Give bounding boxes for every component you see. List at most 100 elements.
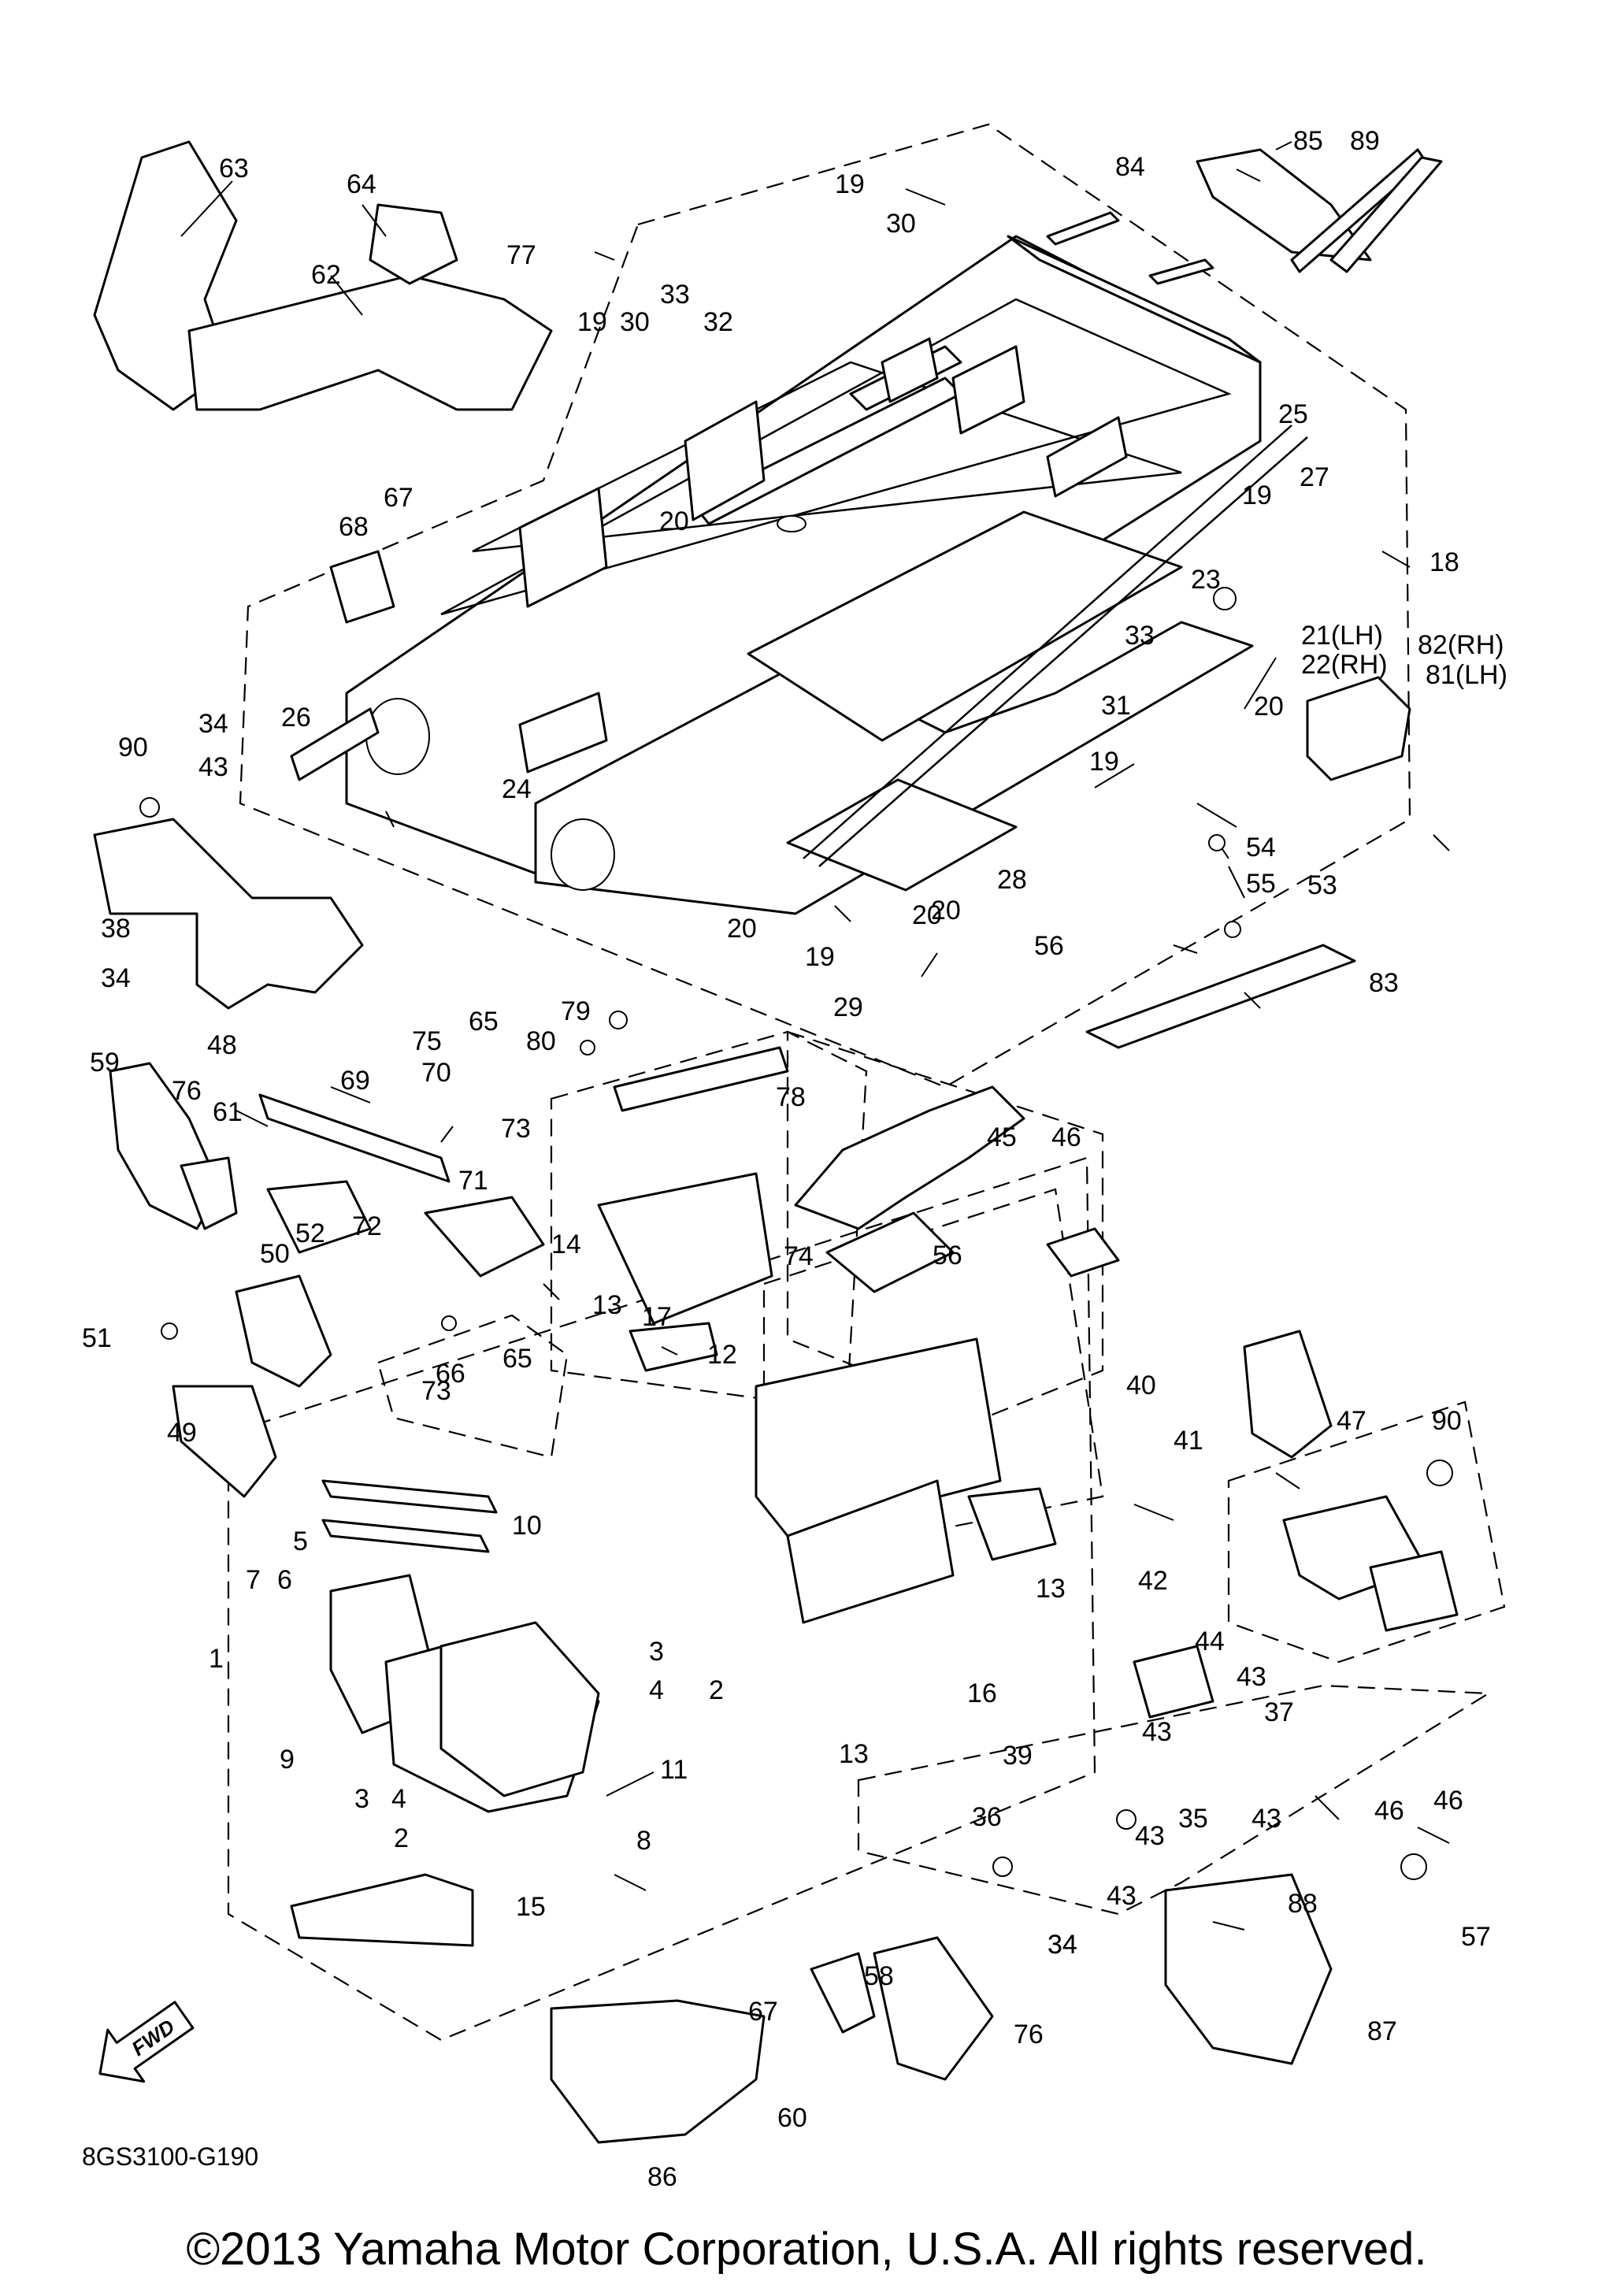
callout-2: 2 — [709, 1675, 724, 1705]
callout-81-lh: 81(LH) — [1426, 660, 1507, 690]
callout-14: 14 — [551, 1230, 581, 1259]
callout-16: 16 — [967, 1678, 997, 1708]
callout-78: 78 — [776, 1082, 806, 1112]
callout-31: 31 — [1101, 691, 1131, 721]
rear-fender — [794, 944, 1356, 1293]
callout-19: 19 — [805, 942, 835, 972]
callout-73: 73 — [501, 1114, 531, 1144]
callout-46: 46 — [1051, 1122, 1081, 1152]
callout-39: 39 — [1003, 1741, 1033, 1771]
rear-bumper — [1196, 148, 1443, 273]
callout-43: 43 — [1251, 1804, 1281, 1834]
callout-65: 65 — [469, 1007, 499, 1037]
callout-56: 56 — [1034, 931, 1064, 961]
callout-19: 19 — [577, 307, 607, 337]
leader-lines — [180, 141, 1450, 1931]
callout-36: 36 — [972, 1802, 1002, 1832]
callout-26: 26 — [281, 703, 311, 733]
callout-48: 48 — [207, 1030, 237, 1060]
callout-18: 18 — [1429, 547, 1459, 577]
callout-labels: 1 2 2 3 3 4 4 5 6 7 8 9 10 11 12 13 13 1… — [82, 126, 1507, 2192]
callout-29: 29 — [833, 992, 863, 1022]
bottom-parts — [550, 1936, 994, 2144]
callout-13: 13 — [839, 1739, 869, 1769]
callout-19: 19 — [1089, 747, 1119, 777]
callout-41: 41 — [1174, 1426, 1203, 1456]
callout-64: 64 — [347, 169, 376, 199]
callout-20: 20 — [912, 900, 942, 930]
callout-4: 4 — [649, 1675, 664, 1705]
callout-30: 30 — [620, 307, 650, 337]
callout-34: 34 — [198, 709, 228, 739]
callout-4: 4 — [391, 1784, 406, 1814]
callout-25: 25 — [1278, 399, 1308, 429]
callout-89: 89 — [1350, 126, 1380, 156]
callout-63: 63 — [219, 154, 249, 184]
front-frame-assembly — [93, 140, 553, 624]
callout-57: 57 — [1461, 1922, 1491, 1952]
callout-54: 54 — [1246, 833, 1276, 862]
callout-43: 43 — [1135, 1821, 1165, 1851]
callout-45: 45 — [987, 1122, 1017, 1152]
callout-67: 67 — [384, 483, 413, 513]
callout-20: 20 — [931, 896, 961, 925]
callout-32: 32 — [703, 307, 733, 337]
callout-65: 65 — [502, 1344, 532, 1374]
callout-44: 44 — [1195, 1626, 1225, 1656]
callout-1: 1 — [209, 1644, 224, 1674]
callout-69: 69 — [340, 1066, 370, 1096]
callout-51: 51 — [82, 1323, 112, 1353]
right-parts — [1133, 676, 1459, 2065]
callout-90: 90 — [118, 733, 148, 762]
callout-33: 33 — [1125, 621, 1155, 651]
callout-71: 71 — [458, 1166, 488, 1196]
callout-56: 56 — [933, 1241, 962, 1270]
callout-53: 53 — [1307, 870, 1337, 900]
callout-43: 43 — [1142, 1717, 1172, 1747]
callout-84: 84 — [1115, 152, 1145, 182]
callout-90: 90 — [1432, 1406, 1462, 1436]
callout-68: 68 — [339, 512, 369, 542]
callout-5: 5 — [293, 1526, 308, 1556]
callout-34: 34 — [101, 963, 131, 993]
callout-21-lh: 21(LH) — [1301, 621, 1383, 651]
main-frame — [290, 211, 1308, 915]
callout-23: 23 — [1191, 565, 1221, 595]
callout-20: 20 — [727, 914, 757, 944]
callout-43: 43 — [198, 752, 228, 782]
callout-3: 3 — [354, 1784, 369, 1814]
callout-86: 86 — [647, 2162, 677, 2192]
diagram-code: 8GS3100-G190 — [82, 2142, 259, 2171]
callout-11: 11 — [660, 1755, 688, 1785]
callout-60: 60 — [777, 2103, 807, 2133]
callout-2: 2 — [394, 1823, 409, 1853]
callout-33: 33 — [660, 280, 690, 310]
callout-76: 76 — [1014, 2020, 1044, 2049]
lower-left-assembly — [290, 1574, 600, 1947]
callout-38: 38 — [101, 914, 131, 944]
callout-28: 28 — [997, 865, 1027, 895]
callout-12: 12 — [707, 1340, 737, 1370]
fwd-arrow-icon: FWD — [98, 2001, 195, 2083]
callout-82-rh: 82(RH) — [1418, 630, 1504, 660]
callout-43: 43 — [1237, 1662, 1266, 1692]
callout-30: 30 — [886, 209, 916, 239]
callout-61: 61 — [213, 1097, 243, 1127]
callout-6: 6 — [277, 1565, 292, 1595]
copyright-notice: ©2013 Yamaha Motor Corporation, U.S.A. A… — [186, 2224, 1427, 2275]
callout-17: 17 — [642, 1302, 672, 1332]
callout-75: 75 — [412, 1026, 442, 1056]
callout-58: 58 — [864, 1961, 894, 1991]
callout-77: 77 — [506, 240, 536, 270]
fasteners — [139, 587, 1453, 1880]
callout-19: 19 — [835, 169, 865, 199]
callout-62: 62 — [311, 260, 341, 290]
callout-40: 40 — [1126, 1371, 1156, 1400]
callout-50: 50 — [260, 1239, 290, 1269]
callout-87: 87 — [1367, 2016, 1397, 2046]
callout-20: 20 — [1254, 692, 1284, 721]
callout-49: 49 — [167, 1418, 197, 1448]
callout-46: 46 — [1374, 1796, 1404, 1826]
callout-20: 20 — [659, 506, 689, 536]
callout-24: 24 — [502, 774, 532, 804]
